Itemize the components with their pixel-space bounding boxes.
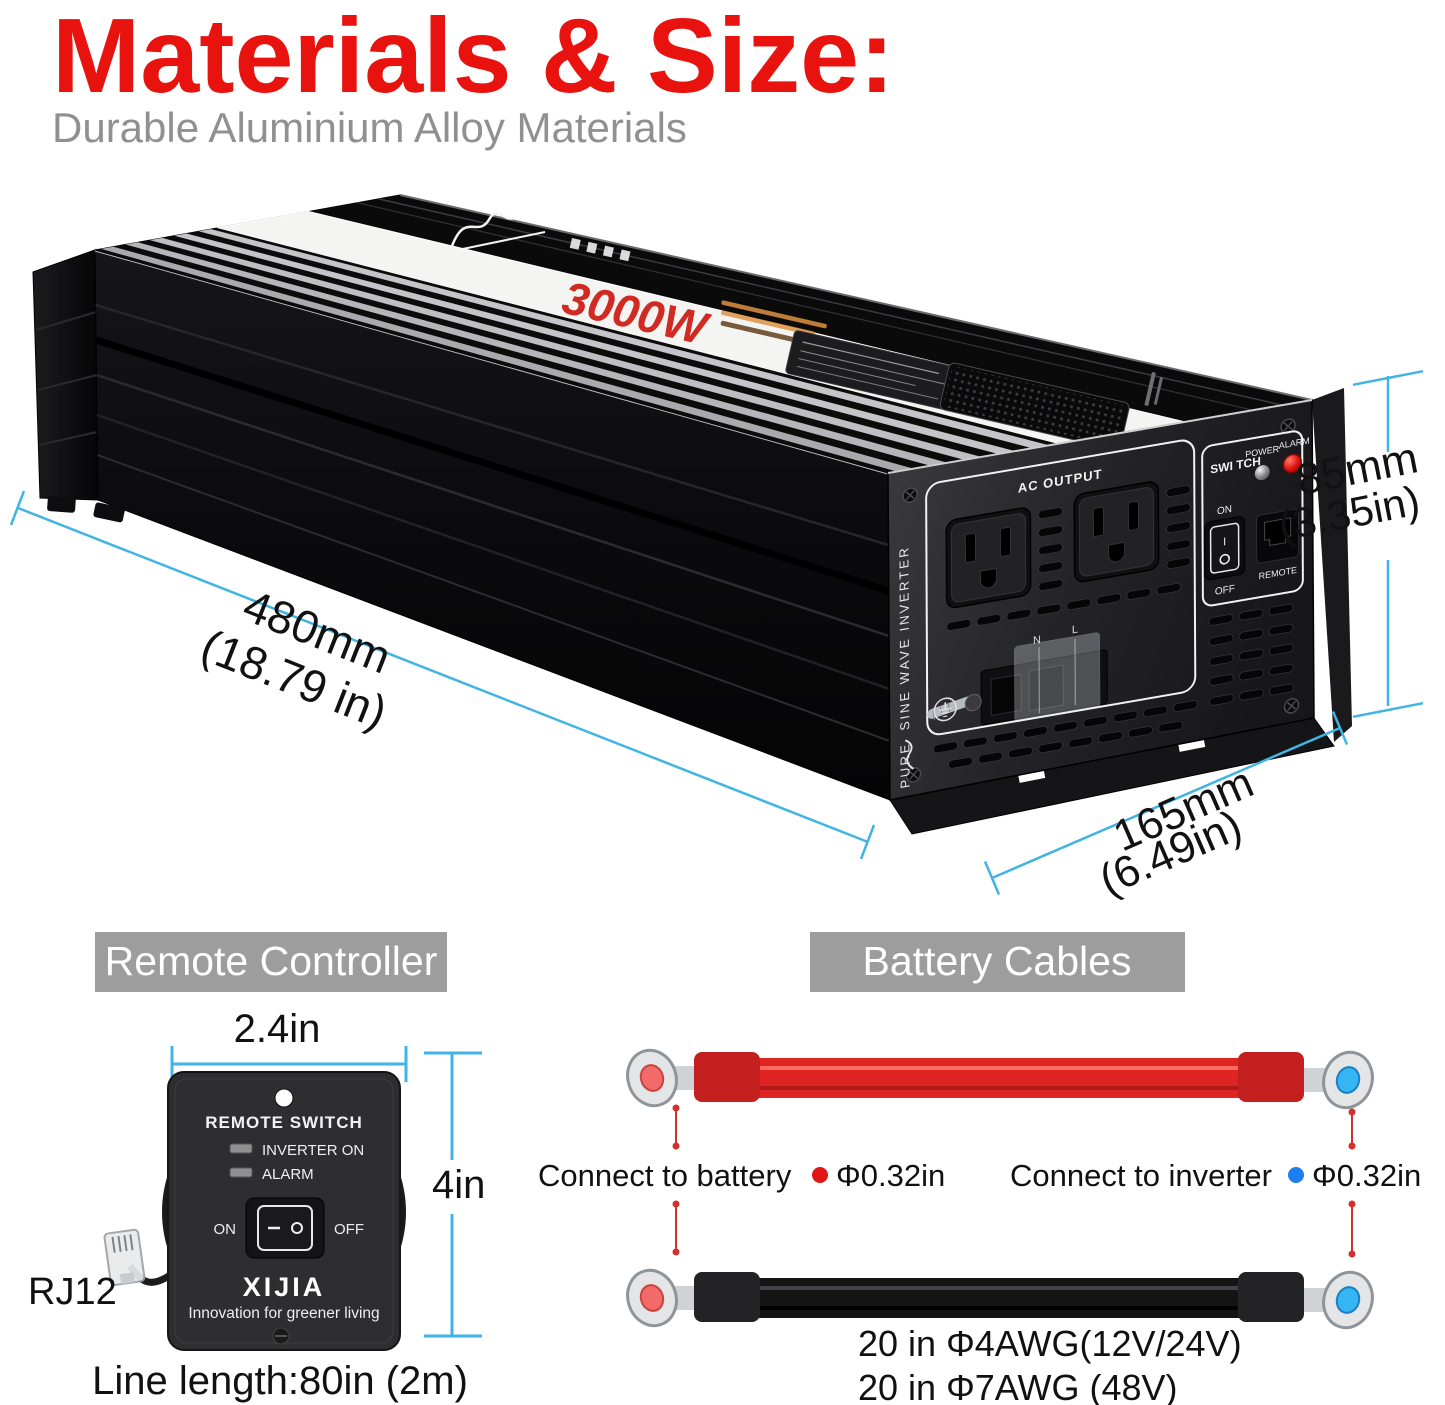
inverter-diameter-label: Φ0.32in (1312, 1158, 1421, 1193)
vent-grille-top (939, 362, 1130, 450)
remote-height-dimension (424, 1051, 482, 1338)
remote-rocker-switch[interactable] (245, 1197, 325, 1259)
line-length-label: Line length:80in (2m) (92, 1359, 468, 1403)
ac-outlet-1 (945, 507, 1032, 609)
inverter-on-led (229, 1143, 253, 1154)
remote-device: REMOTE SWITCH INVERTER ON ALARM ON OFF X… (167, 1071, 401, 1351)
inverter-top-face: 3000W (94, 194, 1313, 474)
remote-off-label: OFF (334, 1221, 364, 1238)
rj12-plug (103, 1228, 146, 1286)
ac-output-region: AC OUTPUT (925, 439, 1197, 736)
switch-region: SWI TCH POWER ALARM ON I OFF (1201, 430, 1310, 607)
black-battery-cable (626, 1268, 1374, 1330)
inverter-dot-icon (1288, 1167, 1304, 1183)
spec-text-lines (720, 300, 827, 344)
page-title: Materials & Size: (52, 0, 894, 115)
top-rib-zone (95, 228, 1058, 473)
rj12-label: RJ12 (28, 1271, 117, 1313)
remote-switch-title: REMOTE SWITCH (205, 1113, 363, 1132)
hang-hole (274, 1088, 294, 1108)
terminal-n-label: N (1033, 634, 1041, 647)
remote-banner-label: Remote Controller (105, 938, 438, 984)
side-text-pure: PURE (897, 741, 912, 790)
rocker-i-mark: I (1223, 536, 1226, 548)
alarm-led (229, 1167, 253, 1178)
side-brand-marks (1144, 372, 1164, 407)
dimension-annotations (9, 369, 1424, 895)
connect-battery-label: Connect to battery (538, 1158, 792, 1193)
cable-leader-lines (672, 1104, 1356, 1258)
remote-on-label: ON (214, 1221, 237, 1238)
cable-specs: 20 in Φ4AWG(12V/24V) 20 in Φ7AWG (48V) (858, 1323, 1242, 1405)
rocker-o-mark (1219, 553, 1231, 565)
top-black-band (308, 195, 1312, 422)
inverter-illustration: 3000W (9, 194, 1424, 905)
remote-height-label: 4in (432, 1163, 485, 1207)
cable-spec-1: 20 in Φ4AWG(12V/24V) (858, 1323, 1242, 1364)
ring-terminal-black-right (1322, 1270, 1374, 1330)
battery-diameter-label: Φ0.32in (836, 1158, 945, 1193)
battery-cables-section: Battery Cables (538, 932, 1421, 1405)
remote-jack[interactable] (1256, 508, 1300, 564)
switch-on-label: ON (1217, 504, 1232, 517)
ground-symbol-icon (933, 697, 958, 722)
power-led-indicator (1253, 464, 1271, 482)
dimension-depth (983, 711, 1349, 895)
red-battery-cable (626, 1048, 1374, 1110)
brand-name: XIJIA (243, 1272, 326, 1302)
panel-screws (902, 418, 1300, 783)
cables-banner-label: Battery Cables (863, 938, 1132, 984)
ring-terminal-red-right (1322, 1050, 1374, 1110)
power-rocker-switch[interactable]: I (1204, 516, 1246, 581)
connect-inverter-label: Connect to inverter (1010, 1158, 1272, 1193)
inverter-feet (47, 496, 125, 523)
inverter-left-face (32, 249, 99, 501)
cables-banner (810, 932, 1185, 992)
mounting-bracket (889, 388, 1352, 835)
rocker-circle-mark (291, 1222, 303, 1234)
remote-banner (95, 932, 447, 992)
ring-terminal-black-left (626, 1268, 678, 1328)
remote-width-label: 2.4in (234, 1007, 321, 1051)
terminal-l-label: L (1072, 624, 1078, 637)
device-screw (272, 1327, 290, 1345)
remote-controller-section: Remote Controller 2.4in RJ12 (28, 932, 485, 1403)
bolt-and-shaft (927, 693, 982, 721)
brand-slogan: Innovation for greener living (188, 1305, 379, 1322)
switch-off-label: OFF (1215, 584, 1235, 598)
inverter-front-panel: SINE WAVE INVERTER PURE AC OUTPUT (887, 399, 1315, 801)
ac-outlet-2 (1073, 481, 1160, 583)
cable-captions: Connect to battery Φ0.32in Connect to in… (538, 1158, 1421, 1193)
ring-terminal-red-left (626, 1048, 678, 1108)
page-subtitle: Durable Aluminium Alloy Materials (52, 104, 687, 151)
dimension-height (1352, 369, 1424, 719)
alarm-led-indicator (1282, 453, 1303, 474)
remote-alarm-label: ALARM (262, 1166, 314, 1183)
header: Materials & Size: Durable Aluminium Allo… (52, 0, 894, 151)
side-text-sine-wave-inverter: SINE WAVE INVERTER (896, 544, 912, 731)
spec-sticker (785, 330, 975, 415)
battery-dot-icon (812, 1167, 828, 1183)
terminal-block (927, 632, 1108, 726)
inverter-on-label: INVERTER ON (262, 1142, 364, 1159)
sine-squiggle (904, 739, 915, 770)
cable-spec-2: 20 in Φ7AWG (48V) (858, 1367, 1178, 1405)
dimension-length (9, 490, 876, 860)
